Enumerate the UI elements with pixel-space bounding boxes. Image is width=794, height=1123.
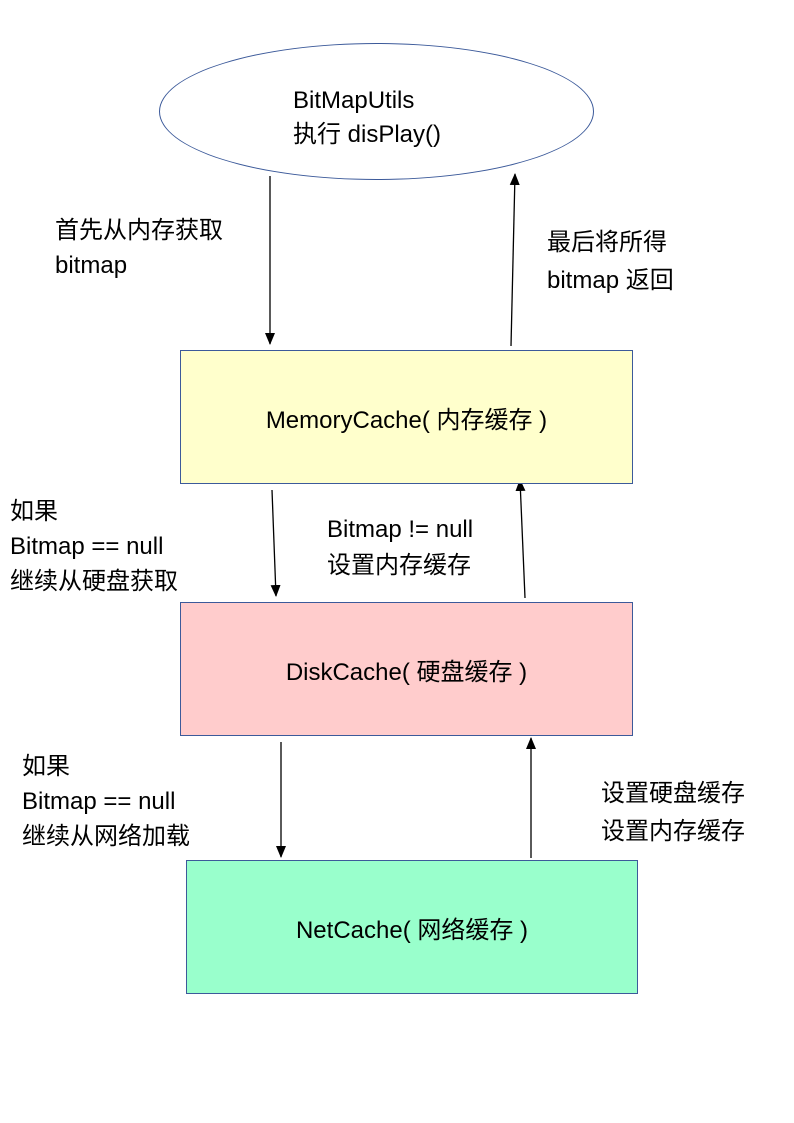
label-line: bitmap [55, 252, 128, 279]
label-return-bitmap: 最后将所得 bitmap 返回 [547, 224, 674, 300]
label-line: 设置内存缓存 [327, 552, 471, 579]
label-line: 如果 [10, 498, 58, 525]
label-line: Bitmap == null [22, 788, 176, 815]
label-line: Bitmap != null [327, 516, 474, 543]
label-line: 最后将所得 [547, 229, 667, 256]
arrow-disk-to-memory [515, 479, 526, 599]
label-line: 继续从网络加载 [22, 823, 190, 850]
bitmaputils-method: 执行 disPlay() [293, 121, 442, 148]
label-line: 继续从硬盘获取 [10, 568, 178, 595]
label-set-disk-and-memory-cache: 设置硬盘缓存 设置内存缓存 [601, 775, 745, 851]
bitmaputils-label: BitMapUtils 执行 disPlay() [293, 84, 441, 152]
disk-cache-box: DiskCache( 硬盘缓存 ) [180, 602, 633, 736]
label-if-null-net: 如果 Bitmap == null 继续从网络加载 [22, 749, 190, 854]
memory-cache-box: MemoryCache( 内存缓存 ) [180, 350, 633, 484]
label-set-memory-cache: Bitmap != null 设置内存缓存 [327, 512, 473, 584]
bitmaputils-title: BitMapUtils [293, 87, 415, 114]
bitmaputils-ellipse [159, 43, 594, 180]
label-line: bitmap 返回 [547, 267, 674, 294]
memory-cache-label: MemoryCache( 内存缓存 ) [265, 406, 548, 434]
arrow-memory-to-util [509, 173, 520, 347]
label-first-fetch: 首先从内存获取 bitmap [55, 213, 223, 283]
label-line: 设置硬盘缓存 [601, 780, 745, 807]
label-line: 首先从内存获取 [55, 217, 223, 244]
label-line: 设置内存缓存 [601, 818, 745, 845]
label-if-null-disk: 如果 Bitmap == null 继续从硬盘获取 [10, 494, 178, 599]
disk-cache-label: DiskCache( 硬盘缓存 ) [285, 658, 528, 686]
label-line: Bitmap == null [10, 533, 164, 560]
label-line: 如果 [22, 753, 70, 780]
net-cache-box: NetCache( 网络缓存 ) [186, 860, 638, 994]
net-cache-label: NetCache( 网络缓存 ) [295, 916, 529, 944]
arrow-memory-to-disk [270, 489, 281, 597]
